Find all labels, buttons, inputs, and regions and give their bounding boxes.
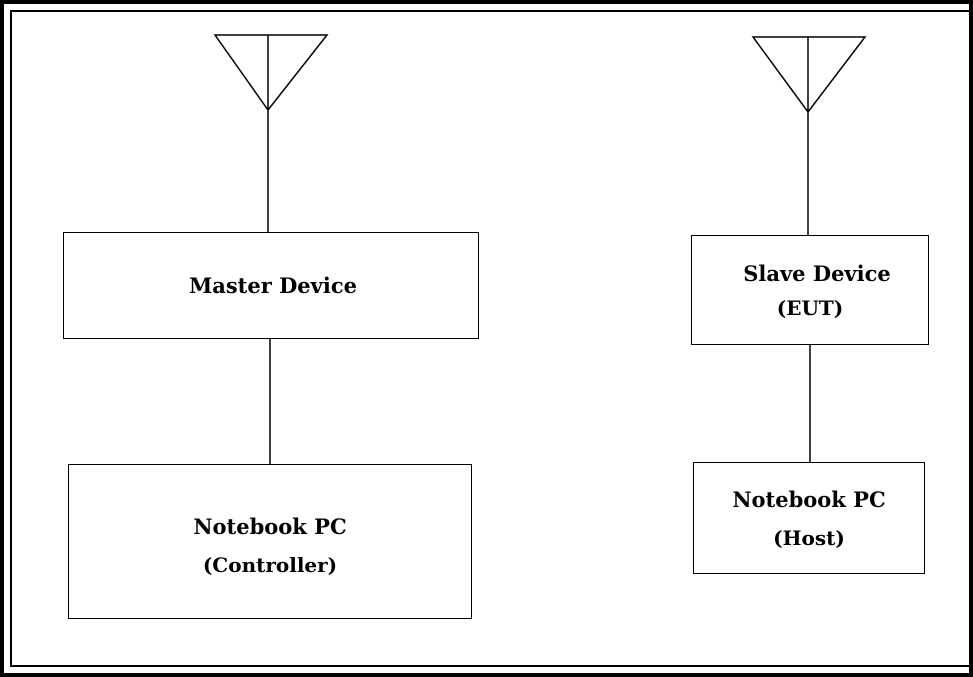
antenna-icon-left [213, 34, 329, 112]
notebook-pc-host-box: Notebook PC (Host) [693, 462, 925, 574]
notebook-pc-host-label: Notebook PC [732, 486, 886, 512]
notebook-pc-controller-sublabel: (Controller) [202, 553, 338, 577]
notebook-pc-host-sublabel: (Host) [773, 525, 845, 550]
slave-device-box: Slave Device (EUT) [691, 235, 929, 345]
notebook-pc-controller-box: Notebook PC (Controller) [68, 464, 472, 619]
inner-border [10, 10, 973, 667]
master-device-box: Master Device [63, 232, 479, 339]
slave-device-sublabel: (EUT) [776, 295, 844, 320]
slave-device-label: Slave Device [743, 260, 891, 286]
master-device-label: Master Device [188, 273, 357, 298]
notebook-pc-controller-label: Notebook PC [193, 514, 347, 539]
antenna-icon-right [751, 36, 867, 114]
